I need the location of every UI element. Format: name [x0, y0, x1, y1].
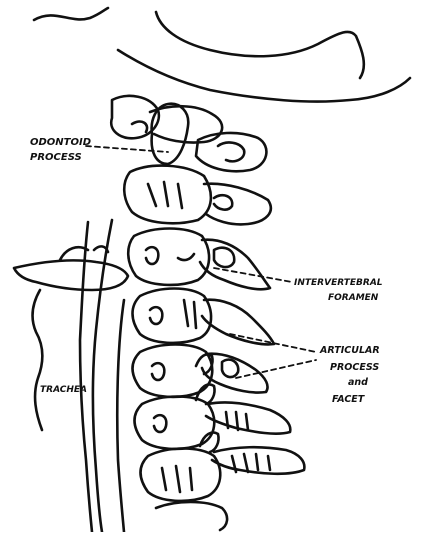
label-trachea: TRACHEA: [40, 385, 87, 395]
vertebra-c2: [124, 166, 271, 225]
mandible-curve: [14, 260, 128, 290]
odontoid-leader-line: [86, 146, 168, 152]
vertebra-c7: [141, 433, 305, 501]
vertebra-c3: [128, 229, 270, 290]
head-outline-stroke-1: [34, 8, 108, 20]
vertebra-c6: [135, 385, 291, 449]
label-articular-line2: PROCESS: [330, 362, 379, 373]
label-odontoid-line1: ODONTOID: [30, 137, 91, 148]
label-intervertebral-line1: INTERVERTEBRAL: [294, 278, 383, 288]
label-articular-line4: FACET: [332, 394, 366, 405]
label-intervertebral-line2: FORAMEN: [328, 293, 379, 303]
throat-outline: [33, 290, 43, 430]
vertebra-c1-atlas: [111, 96, 266, 171]
articular-leader-line-lower: [236, 360, 316, 378]
trachea-outline: [117, 300, 124, 532]
anterior-neck-line: [80, 222, 92, 532]
spinal-cord-line: [93, 220, 112, 532]
vertebra-c4: [133, 289, 275, 345]
label-articular-line3: and: [348, 377, 368, 388]
label-articular-line1: ARTICULAR: [319, 345, 380, 356]
odontoid-process: [152, 104, 189, 164]
label-odontoid-line2: PROCESS: [30, 152, 82, 163]
head-outline-stroke-2: [156, 12, 364, 78]
vertebra-t1-fragment: [156, 502, 227, 530]
jaw-outline: [118, 50, 410, 102]
